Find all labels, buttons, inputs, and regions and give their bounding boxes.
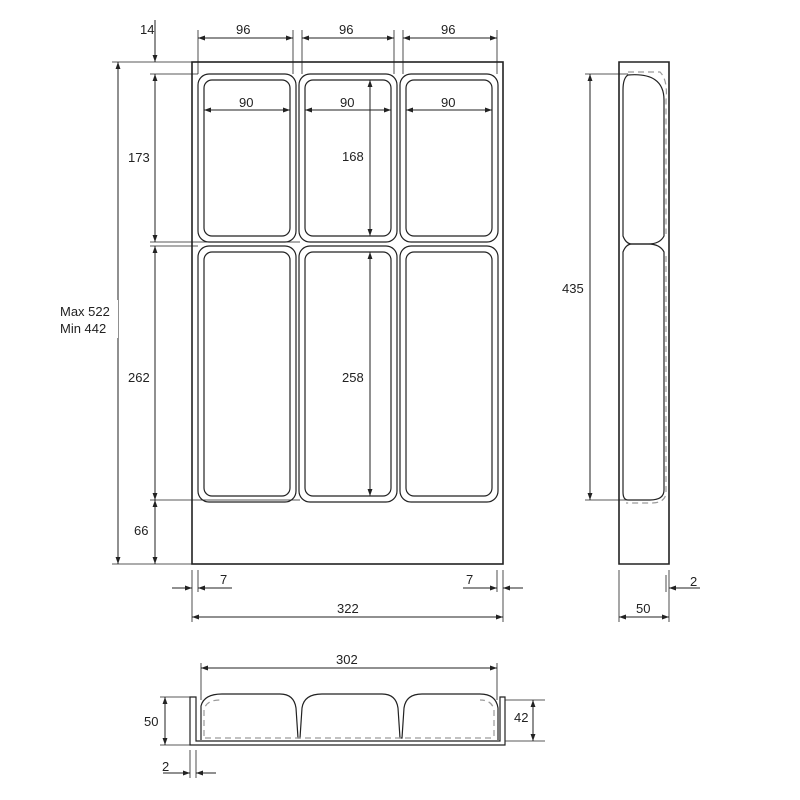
label-length-max: Max 522: [60, 304, 110, 319]
dim-front-height: 50: [144, 696, 190, 746]
label-comp-outer-1: 96: [236, 22, 250, 37]
label-comp-inner-2: 90: [340, 95, 354, 110]
compartment-upper-3: [399, 73, 499, 243]
label-wall-right: 7: [466, 572, 473, 587]
compartment-upper-2-inner: [304, 79, 392, 237]
dim-comp-inner: 90 90 90: [204, 95, 492, 113]
front-profile: [189, 696, 506, 746]
compartment-lower-3-inner: [405, 251, 493, 497]
label-comp-outer-3: 96: [441, 22, 455, 37]
top-view: [191, 61, 504, 565]
label-side-length: 435: [562, 281, 584, 296]
label-front-thickness: 2: [162, 759, 169, 774]
dim-lower-inner-height: 258: [342, 252, 373, 496]
dim-front-thickness: 2: [162, 750, 216, 778]
label-front-inner-height: 42: [514, 710, 528, 725]
label-side-depth: 50: [636, 601, 650, 616]
compartment-lower-1: [197, 245, 297, 503]
front-view: [189, 693, 506, 746]
dim-top-gap: 14: [112, 20, 198, 75]
compartment-upper-1-inner: [203, 79, 291, 237]
label-front-height: 50: [144, 714, 158, 729]
dim-bottom-gap: 66: [112, 500, 192, 565]
label-wall-left: 7: [220, 572, 227, 587]
label-comp-inner-3: 90: [441, 95, 455, 110]
label-lower-height: 262: [128, 370, 150, 385]
compartment-upper-3-inner: [405, 79, 493, 237]
label-front-width: 302: [336, 652, 358, 667]
dim-length: Max 522 Min 442: [58, 62, 121, 564]
dim-upper-inner-height: 168: [342, 80, 373, 236]
label-lower-inner-height: 258: [342, 370, 364, 385]
label-length-min: Min 442: [60, 321, 106, 336]
side-view: 435 2 50: [562, 61, 700, 622]
dim-front-width: 302: [200, 652, 498, 700]
compartment-lower-3: [399, 245, 499, 503]
dim-front-inner-height: 42: [505, 699, 545, 742]
label-side-thickness: 2: [690, 574, 697, 589]
dim-lower-height: 262: [128, 246, 300, 501]
side-profile: [618, 61, 670, 565]
compartment-upper-2: [298, 73, 398, 243]
compartment-lower-2-inner: [304, 251, 392, 497]
label-bottom-gap: 66: [134, 523, 148, 538]
dim-total-width: 322: [192, 601, 503, 620]
label-comp-inner-1: 90: [239, 95, 253, 110]
label-comp-outer-2: 96: [339, 22, 353, 37]
label-total-width: 322: [337, 601, 359, 616]
label-upper-height: 173: [128, 150, 150, 165]
compartment-lower-2: [298, 245, 398, 503]
dim-walls: 7 7: [172, 570, 523, 622]
tray-outline: [191, 61, 504, 565]
label-upper-inner-height: 168: [342, 149, 364, 164]
compartment-lower-1-inner: [203, 251, 291, 497]
dim-upper-height: 173: [128, 74, 300, 247]
dim-comp-outer: 96 96 96: [197, 22, 498, 74]
label-top-gap: 14: [140, 22, 154, 37]
